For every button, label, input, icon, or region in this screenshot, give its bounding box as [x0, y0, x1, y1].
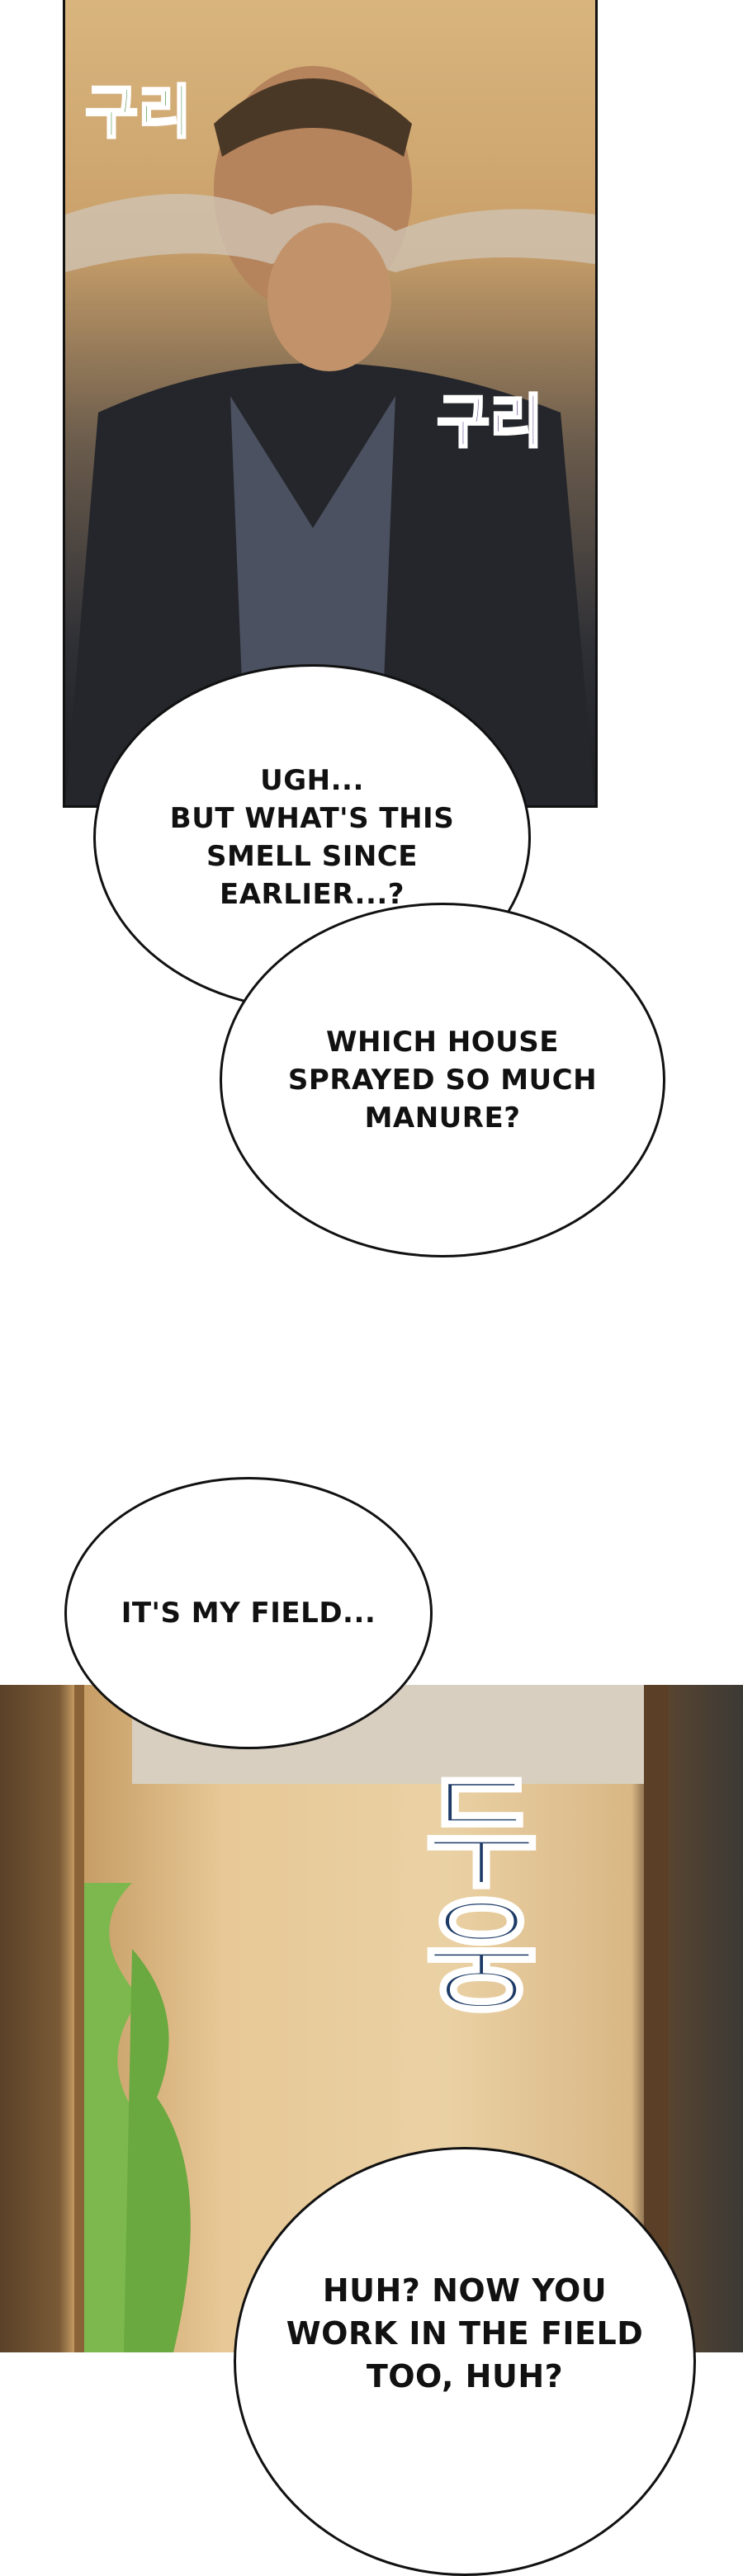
sfx-text: 두웅: [397, 1766, 544, 2017]
sfx-text: 구리: [436, 387, 545, 457]
bubble-line: MANURE?: [364, 1102, 521, 1135]
speech-bubble: HUH? NOW YOU WORK IN THE FIELD TOO, HUH?: [234, 2147, 696, 2576]
bubble-line: IT'S MY FIELD...: [121, 1597, 376, 1630]
bubble-line: BUT WHAT'S THIS: [169, 802, 455, 835]
bubble-line: UGH...: [260, 764, 364, 797]
bubble-line: SMELL SINCE: [206, 840, 418, 873]
bubble-line: SPRAYED SO MUCH: [287, 1064, 598, 1097]
speech-bubble: WHICH HOUSE SPRAYED SO MUCH MANURE?: [220, 903, 665, 1257]
bubble-line: EARLIER...?: [219, 878, 405, 911]
bubble-line: HUH? NOW YOU: [322, 2272, 608, 2309]
bubble-line: WORK IN THE FIELD: [286, 2315, 644, 2352]
speech-bubble: IT'S MY FIELD...: [64, 1477, 433, 1749]
sfx-text: 구리: [84, 78, 193, 148]
bubble-line: WHICH HOUSE: [325, 1026, 560, 1059]
bubble-line: TOO, HUH?: [366, 2358, 564, 2394]
